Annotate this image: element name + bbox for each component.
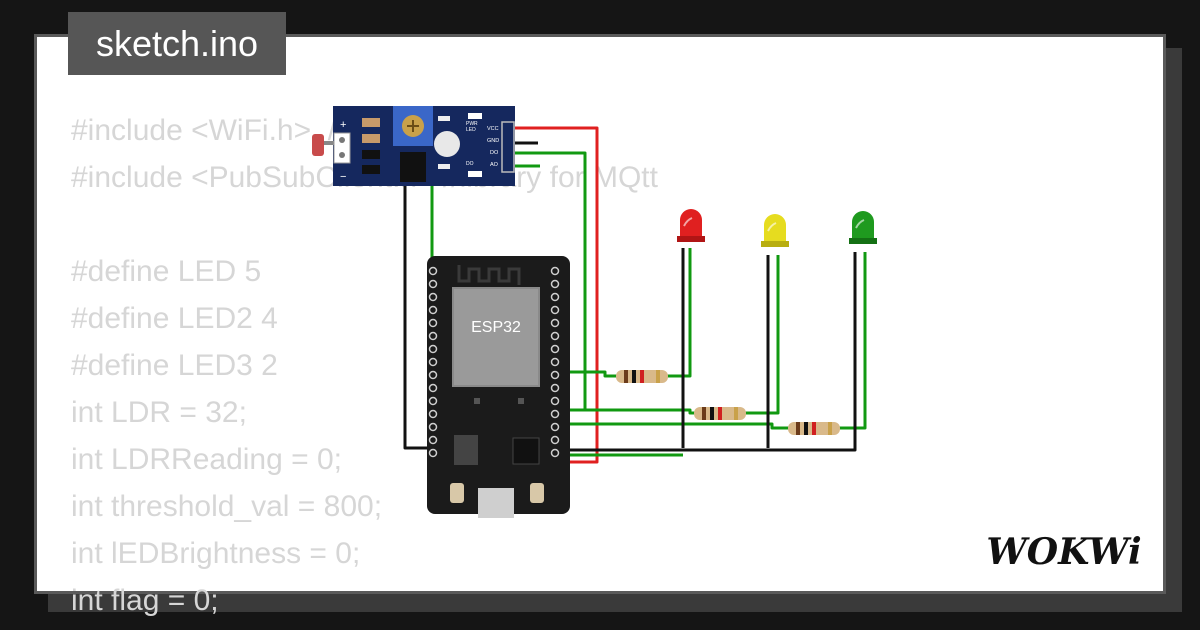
- ldr-header[interactable]: [501, 121, 515, 173]
- do-led-icon: [468, 171, 482, 177]
- ldr-label-led: LED: [466, 127, 476, 133]
- code-line: int LDRReading = 0;: [71, 443, 342, 476]
- esp32-pins-right: [550, 266, 560, 458]
- wifi-antenna: [457, 265, 521, 285]
- ldr-photoresistor: [312, 134, 324, 156]
- ldr-module[interactable]: + − PWR LED DO VCC GND DO AO: [312, 106, 515, 186]
- wire-green-led1[interactable]: [560, 248, 692, 378]
- led-yellow[interactable]: [761, 214, 789, 247]
- led-red[interactable]: [677, 209, 705, 242]
- ldr-label-pwr: PWR: [466, 121, 478, 127]
- wire-green-led3[interactable]: [560, 252, 867, 430]
- code-line: int LDR = 32;: [71, 396, 247, 429]
- led-green[interactable]: [849, 211, 877, 244]
- esp32-pins-left: [428, 266, 438, 458]
- voltage-regulator: [454, 435, 478, 465]
- esp32-board[interactable]: ESP32: [427, 256, 570, 518]
- resistor-1[interactable]: [616, 370, 668, 383]
- wokwi-logo-text: WOKWi: [986, 531, 1141, 573]
- file-tab[interactable]: sketch.ino: [68, 12, 286, 75]
- wire-green-led2[interactable]: [560, 255, 780, 415]
- usb-port: [478, 488, 514, 518]
- svg-text:−: −: [340, 171, 346, 183]
- ldr-label-do-led: DO: [466, 161, 474, 167]
- code-line: int lEDBrightness = 0;: [71, 537, 361, 570]
- esp32-label: ESP32: [471, 319, 521, 336]
- usb-uart-chip: [512, 437, 540, 465]
- code-line: int flag = 0;: [71, 584, 219, 617]
- ldr-comparator-chip: [400, 152, 426, 182]
- file-tab-label: sketch.ino: [95, 22, 259, 64]
- wokwi-logo: WOKWi: [986, 531, 1141, 573]
- en-button[interactable]: [530, 483, 544, 503]
- code-line: #define LED 5: [71, 255, 262, 288]
- resistor-3[interactable]: [788, 422, 840, 435]
- boot-button[interactable]: [450, 483, 464, 503]
- ldr-pin-ao: AO: [490, 162, 499, 168]
- wire-red-vcc[interactable]: [505, 126, 599, 464]
- ldr-sensor-socket: [333, 132, 351, 164]
- ldr-pin-gnd: GND: [487, 138, 499, 144]
- ldr-pin-do: DO: [490, 150, 499, 156]
- wire-black-led3-gnd[interactable]: [560, 252, 857, 452]
- ldr-capacitor: [434, 131, 460, 157]
- code-line: #define LED2 4: [71, 302, 278, 335]
- resistor-2[interactable]: [694, 407, 746, 420]
- pwr-led-icon: [468, 113, 482, 119]
- ldr-pin-vcc: VCC: [487, 126, 499, 132]
- svg-text:+: +: [340, 119, 346, 131]
- code-card: #include <WiFi.h> // wifi#include <PubSu…: [34, 34, 1166, 617]
- code-line: #define LED3 2: [71, 349, 278, 382]
- code-line: [71, 201, 658, 248]
- code-line: int threshold_val = 800;: [71, 490, 383, 523]
